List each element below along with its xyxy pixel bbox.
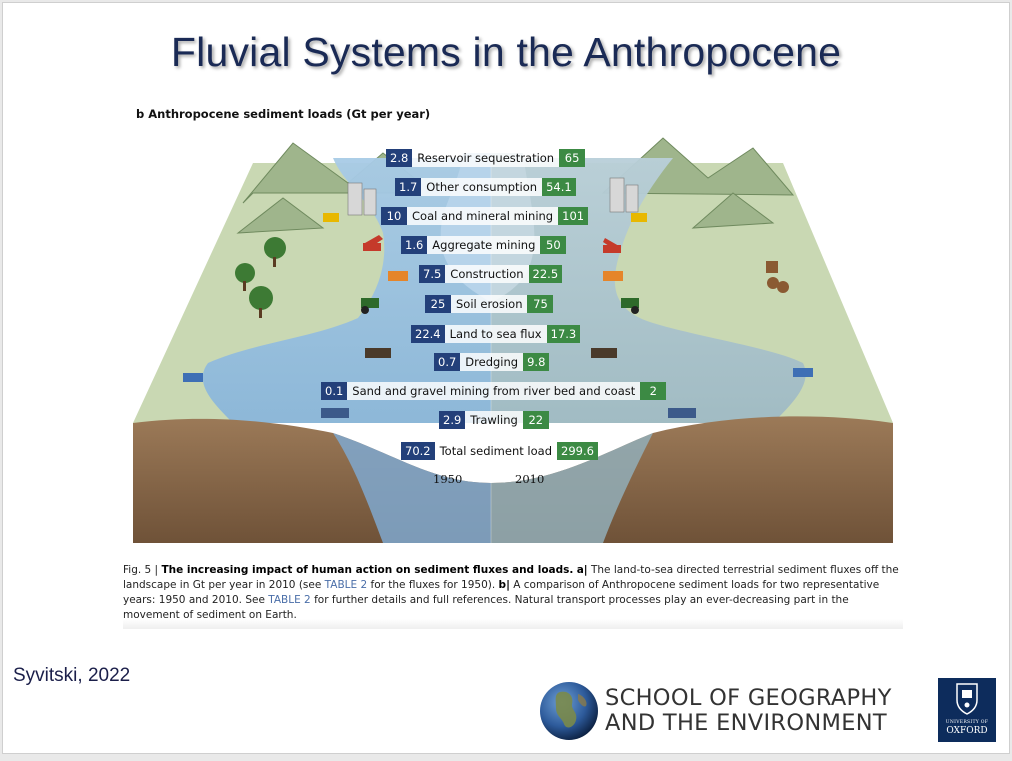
year-label-1950: 1950 (433, 472, 463, 486)
row-coal-and-mineral-mining: 10 Coal and mineral mining 101 (381, 207, 589, 225)
value-2010: 2 (640, 382, 667, 400)
caption-a-label: a| (576, 564, 588, 576)
caption-b-text-1: A comparison of Anthropocene sediment lo… (123, 579, 880, 606)
row-label: Sand and gravel mining from river bed an… (347, 382, 641, 400)
value-2010: 299.6 (557, 442, 598, 460)
logs (766, 261, 789, 293)
school-name-line1: SCHOOL OF GEOGRAPHY (605, 685, 892, 711)
value-2010: 101 (558, 207, 589, 225)
row-label: Other consumption (421, 178, 543, 196)
row-label: Coal and mineral mining (407, 207, 559, 225)
row-construction: 7.5 Construction 22.5 (419, 265, 563, 283)
value-2010: 65 (559, 149, 586, 167)
value-2010: 22 (522, 411, 549, 429)
value-1950: 0.7 (434, 353, 461, 371)
value-2010: 54.1 (542, 178, 576, 196)
row-total-sediment-load: 70.2 Total sediment load 299.6 (401, 442, 598, 460)
school-name-line2: AND THE ENVIRONMENT (605, 710, 887, 736)
row-label: Soil erosion (451, 295, 528, 313)
row-label: Aggregate mining (427, 236, 541, 254)
value-1950: 10 (381, 207, 407, 225)
year-label-2010: 2010 (515, 472, 545, 486)
row-label: Total sediment load (434, 442, 557, 460)
oxford-logo-big: OXFORD (946, 726, 988, 736)
row-sand-and-gravel-mining: 0.1 Sand and gravel mining from river be… (321, 382, 667, 400)
value-1950: 70.2 (401, 442, 435, 460)
caption-table-ref-1[interactable]: TABLE 2 (324, 579, 368, 591)
row-other-consumption: 1.7 Other consumption 54.1 (395, 178, 576, 196)
oxford-crest-icon (956, 683, 978, 715)
value-2010: 75 (527, 295, 554, 313)
row-reservoir-sequestration: 2.8 Reservoir sequestration 65 (386, 149, 586, 167)
oxford-logo: UNIVERSITY OF OXFORD (938, 678, 996, 742)
row-aggregate-mining: 1.6 Aggregate mining 50 (401, 236, 567, 254)
value-2010: 22.5 (528, 265, 563, 283)
machinery (183, 213, 813, 418)
row-trawling: 2.9 Trawling 22 (439, 411, 549, 429)
row-dredging: 0.7 Dredging 9.8 (434, 353, 550, 371)
value-1950: 7.5 (419, 265, 446, 283)
caption-b-text-2: for further details and full references.… (123, 594, 849, 621)
globe-logo-icon (540, 682, 598, 740)
citation: Syvitski, 2022 (13, 665, 131, 686)
trees (235, 237, 286, 318)
value-2010: 17.3 (546, 325, 581, 343)
oxford-logo-small: UNIVERSITY OF (945, 720, 989, 725)
school-name: SCHOOL OF GEOGRAPHY AND THE ENVIRONMENT (605, 686, 892, 736)
value-1950: 22.4 (411, 325, 445, 343)
caption-table-ref-2[interactable]: TABLE 2 (268, 594, 311, 606)
slide-title: Fluvial Systems in the Anthropocene (170, 29, 842, 75)
row-label: Trawling (465, 411, 523, 429)
row-label: Land to sea flux (444, 325, 547, 343)
row-soil-erosion: 25 Soil erosion 75 (425, 295, 554, 313)
row-label: Reservoir sequestration (412, 149, 560, 167)
value-1950: 2.8 (386, 149, 413, 167)
value-2010: 9.8 (523, 353, 550, 371)
row-land-to-sea-flux: 22.4 Land to sea flux 17.3 (411, 325, 581, 343)
city-buildings (347, 177, 639, 216)
caption-a-text-1: The land-to-sea directed terrestrial sed… (123, 564, 899, 591)
figure-caption: Fig. 5 | The increasing impact of human … (123, 563, 903, 629)
value-1950: 1.7 (395, 178, 422, 196)
value-1950: 0.1 (321, 382, 348, 400)
caption-b-label: b| (498, 579, 510, 591)
caption-title: The increasing impact of human action on… (161, 564, 574, 576)
value-1950: 1.6 (401, 236, 428, 254)
row-label: Construction (445, 265, 529, 283)
figure-label: b Anthropocene sediment loads (Gt per ye… (136, 107, 431, 121)
row-label: Dredging (460, 353, 524, 371)
caption-fig: Fig. 5 | (123, 564, 159, 576)
caption-a-text-2: for the fluxes for 1950). (370, 579, 496, 591)
value-2010: 50 (540, 236, 567, 254)
value-1950: 2.9 (439, 411, 466, 429)
value-1950: 25 (425, 295, 451, 313)
